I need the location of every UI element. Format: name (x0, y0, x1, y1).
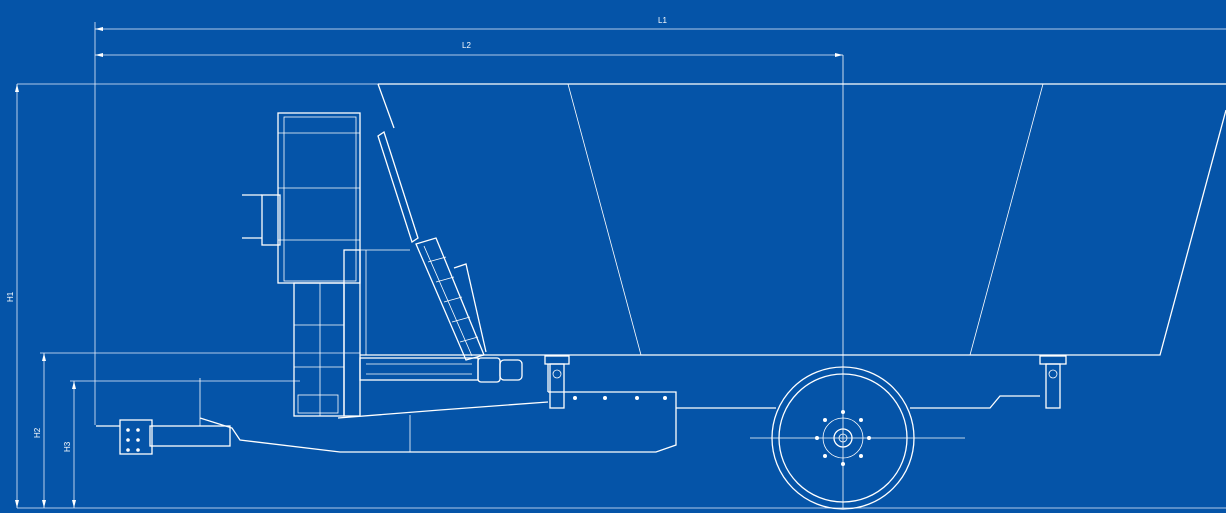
chassis (96, 364, 1040, 455)
load-cell-rear (1039, 355, 1067, 409)
wheel (750, 366, 965, 510)
dimension-h3: H3 (63, 380, 300, 508)
dimension-l2: L2 (95, 41, 843, 57)
label-l2: L2 (462, 41, 471, 50)
label-h1: H1 (6, 291, 15, 302)
discharge-ladder (359, 130, 523, 383)
front-conveyor (242, 112, 410, 417)
label-h2: H2 (33, 427, 42, 438)
dimension-l1: L1 (94, 16, 1226, 425)
dimension-h1: H1 (6, 83, 1226, 509)
dimension-h2: H2 (33, 352, 360, 508)
load-cell-front (544, 355, 570, 409)
mixer-tub (360, 55, 1226, 508)
label-h3: H3 (63, 441, 72, 452)
label-l1: L1 (658, 16, 667, 25)
